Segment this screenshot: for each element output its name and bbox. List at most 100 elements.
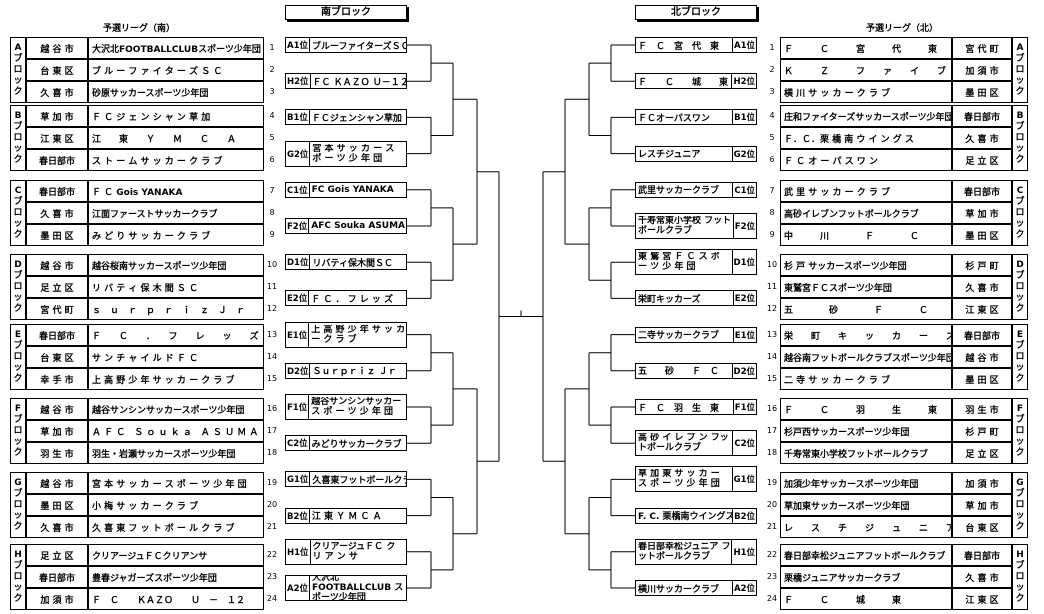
team-city: 墨 田 区 <box>952 81 1012 103</box>
group-label-char: D <box>14 259 22 270</box>
team-name: み ど り サ ッ カ ー ク ラ ブ <box>88 224 264 246</box>
group-label-char: ッ <box>13 362 23 373</box>
bracket-slot: B2位江 東 Ｙ Ｍ Ｃ Ａ <box>285 507 407 524</box>
team-number: 24 <box>266 594 278 603</box>
team-name: リ バ テ ィ 保 木 間 Ｓ Ｃ <box>88 276 264 298</box>
team-number: 23 <box>266 572 278 581</box>
group-label-char: B <box>1016 110 1024 121</box>
group-label-char: ッ <box>13 218 23 229</box>
team-number: 20 <box>766 500 778 509</box>
team-city: 羽 生 市 <box>26 442 88 464</box>
team-city: 久 喜 市 <box>952 127 1012 149</box>
team-name: 高砂イレブンフットボールクラブ <box>780 202 952 224</box>
team-name: 東鷲宮ＦＣスポーツ少年団 <box>780 276 952 298</box>
group-label-char: ク <box>13 593 23 604</box>
team-number: 7 <box>769 186 775 195</box>
team-number: 20 <box>266 500 278 509</box>
slot-team: ブルーファイターズＳＣ <box>312 41 406 52</box>
slot-rank: A2位 <box>732 581 756 595</box>
team-city: 墨 田 区 <box>26 494 88 516</box>
team-name: 中 川 Ｆ Ｃ <box>780 224 952 246</box>
team-name: Ｆ Ｃ ． フ レ ッ ズ <box>88 324 264 346</box>
slot-rank: G1位 <box>731 467 756 492</box>
slot-team: 二寺サッカークラブ <box>638 331 720 342</box>
team-city: 春日部市 <box>26 566 88 588</box>
team-name: Ｆ Ｃ ジ ェ ン シ ャ ン 草 加 <box>88 105 264 127</box>
group-label-char: ブ <box>1015 196 1025 207</box>
slot-team: 上 高 野 少 年 サ ッ カ ー ク ラ ブ <box>311 324 406 345</box>
group-label-char: ロ <box>1015 571 1025 582</box>
team-name: Ｆ Ｃ 宮 代 東 <box>780 37 952 59</box>
slot-team: ＦＣ ＫＡＺＯ Ｕ－１２ <box>312 77 406 88</box>
team-name: 二 寺 サ ッ カ ー ク ラ ブ <box>780 368 952 390</box>
slot-team: ＦＣジェンシャン草加 <box>311 113 402 124</box>
team-city: 春日部市 <box>952 180 1012 202</box>
team-city: 越 谷 市 <box>26 398 88 420</box>
group-label-char: ク <box>1015 593 1025 604</box>
team-city: 墨 田 区 <box>26 224 88 246</box>
group-label-char: C <box>1016 185 1024 196</box>
team-number: 9 <box>769 230 775 239</box>
group-label-char: ブ <box>1015 270 1025 281</box>
group-label-char: ブ <box>13 53 23 64</box>
slot-rank: D2位 <box>731 363 756 378</box>
group-label-char: ク <box>13 373 23 384</box>
team-city: 越 谷 市 <box>26 37 88 59</box>
team-city: 久 喜 市 <box>26 202 88 224</box>
team-number: 3 <box>769 87 775 96</box>
group-label-char: E <box>14 329 22 340</box>
slot-team: 宮 本 サ ッ カ ー ス ポ ー ツ 少 年 団 <box>312 143 395 164</box>
team-name: 横 川 サ ッ カ ー ク ラ ブ <box>780 81 952 103</box>
team-name: クリアージュＦＣクリアンサ <box>88 544 264 566</box>
slot-team: Ｆ Ｃ 宮 代 東 <box>638 41 720 52</box>
slot-team: 江 東 Ｙ Ｍ Ｃ Ａ <box>311 512 382 523</box>
group-label-char: ク <box>1015 521 1025 532</box>
team-number: 1 <box>769 43 775 52</box>
group-label-char: ブ <box>1015 414 1025 425</box>
team-city: 墨 田 区 <box>952 224 1012 246</box>
team-name: 上 高 野 少 年 サ ッ カ ー ク ラ ブ <box>88 368 264 390</box>
group-label-char: A <box>1016 42 1024 53</box>
team-name: 栄 町 キ ッ カ ー ズ <box>780 324 952 346</box>
team-name: 越谷桜南サッカースポーツ少年団 <box>88 254 264 276</box>
team-name: 庄和ファイターズサッカースポーツ少年団 <box>780 105 952 127</box>
slot-rank: C2位 <box>286 436 310 451</box>
team-number: 21 <box>266 522 278 531</box>
slot-team: Ｆ Ｃ ． フ レ ッ ズ <box>311 294 394 305</box>
group-label-char: ロ <box>1015 351 1025 362</box>
team-city: 春日部市 <box>952 544 1012 566</box>
team-name: 江 東 Ｙ Ｍ Ｃ Ａ <box>88 127 264 149</box>
team-number: 10 <box>766 260 778 269</box>
team-city: 幸 手 市 <box>26 368 88 390</box>
group-label-char: H <box>14 549 22 560</box>
slot-team: Ｆ Ｃ 羽 生 東 <box>638 403 720 414</box>
group-label-char: ロ <box>1015 281 1025 292</box>
team-number: 1 <box>269 43 275 52</box>
bracket-slot: A1位ブルーファイターズＳＣ <box>285 37 407 53</box>
group-label-char: ロ <box>1015 207 1025 218</box>
team-name: 小 梅 サ ッ カ ー ク ラ ブ <box>88 494 264 516</box>
team-name: 五 砂 Ｆ Ｃ <box>780 298 952 320</box>
team-name: 宮 本 サ ッ カ ー ス ポ ー ツ 少 年 団 <box>88 472 264 494</box>
group-label-char: ク <box>13 303 23 314</box>
slot-team: 栄町キッカーズ <box>638 294 701 305</box>
slot-rank: G2位 <box>731 146 756 161</box>
group-label-char: G <box>14 477 22 488</box>
team-city: 江 東 区 <box>952 588 1012 610</box>
team-city: 越 谷 市 <box>26 472 88 494</box>
group-label-char: ッ <box>1015 143 1025 154</box>
slot-team: FC Gois YANAKA <box>311 184 394 195</box>
team-name: 越谷南フットボールクラブスポーツ少年団 <box>780 346 952 368</box>
